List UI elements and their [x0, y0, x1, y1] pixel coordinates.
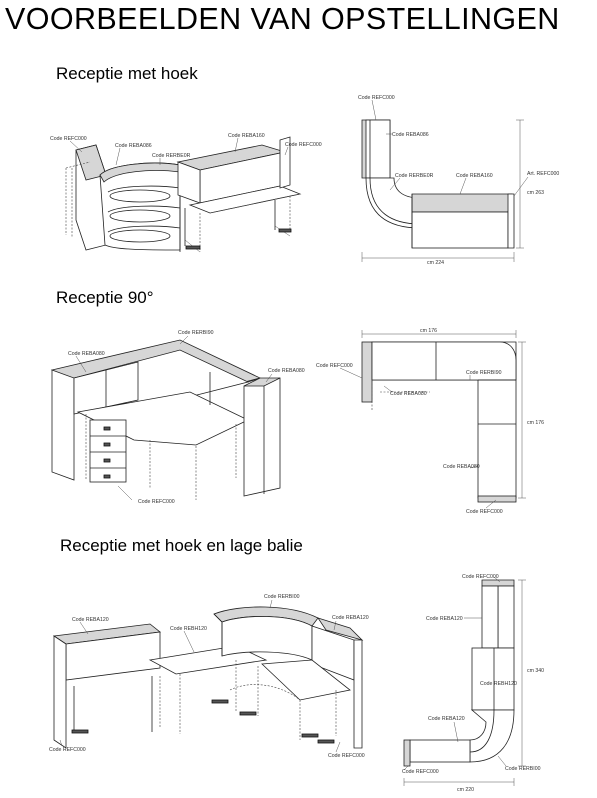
label-code: Code REFC000 — [138, 499, 175, 505]
label-code: Code RERBI00 — [505, 766, 541, 772]
label-code: Code REFC000 — [402, 769, 439, 775]
plan-drawing-receptie-hoek-lage-balie — [403, 579, 526, 786]
perspective-drawing-receptie-hoek-lage-balie — [52, 606, 364, 749]
label-code: Code REBA080 — [390, 391, 427, 397]
label-code: Code REFC000 — [328, 753, 365, 759]
label-code: Code REFC000 — [358, 95, 395, 101]
label-code: Code REBA120 — [72, 617, 109, 623]
plan-labels-3: Code REFC000 Code REBA120 cm 340 Code RE… — [402, 574, 544, 793]
section-heading-receptie-hoek-lage-balie: Receptie met hoek en lage balie — [60, 536, 303, 555]
label-code: Code REBH120 — [480, 681, 517, 687]
label-code: Code RERBE0R — [152, 153, 191, 159]
label-code: Code REBA160 — [456, 173, 493, 179]
label-code: Art. REFC000 — [527, 171, 559, 177]
dimension-label: cm 220 — [457, 787, 474, 793]
label-code: Code REFC000 — [462, 574, 499, 580]
page-title: VOORBEELDEN VAN OPSTELLINGEN — [5, 2, 560, 36]
perspective-drawing-receptie-met-hoek — [65, 136, 302, 253]
label-code: Code REBA160 — [228, 133, 265, 139]
perspective-labels-2: Code RERBI90 Code REBA080 Code REBA080 C… — [68, 330, 305, 505]
label-code: Code RERBI90 — [466, 370, 502, 376]
label-code: Code REBA080 — [68, 351, 105, 357]
plan-labels-2: cm 176 Code REFC000 Code REBA080 Code RE… — [316, 328, 544, 515]
label-code: Code REBA080 — [443, 464, 480, 470]
plan-drawing-receptie-90 — [361, 330, 526, 503]
label-code: Code REFC000 — [466, 509, 503, 515]
label-code: Code REFC000 — [49, 747, 86, 753]
dimension-label: cm 176 — [527, 420, 544, 426]
dimension-label: cm 224 — [427, 260, 444, 266]
label-code: Code REBA086 — [392, 132, 429, 138]
label-code: Code REBA120 — [332, 615, 369, 621]
label-code: Code REBA086 — [115, 143, 152, 149]
label-code: Code RERBI00 — [264, 594, 300, 600]
label-code: Code REBH120 — [170, 626, 207, 632]
label-code: Code REBA120 — [426, 616, 463, 622]
label-code: Code REFC000 — [316, 363, 353, 369]
perspective-labels-3: Code RERBI00 Code REBA120 Code REBH120 C… — [49, 594, 369, 759]
dimension-label: cm 176 — [420, 328, 437, 334]
label-code: Code RERBI90 — [178, 330, 214, 336]
plan-drawing-receptie-met-hoek — [361, 119, 524, 262]
label-code: Code REFC000 — [50, 136, 87, 142]
label-code: Code REFC000 — [285, 142, 322, 148]
label-code: Code RERBE0R — [395, 173, 434, 179]
section-heading-receptie-met-hoek: Receptie met hoek — [56, 64, 198, 83]
perspective-drawing-receptie-90 — [50, 339, 281, 500]
perspective-labels-1: Code REFC000 Code REBA086 Code RERBE0R C… — [50, 133, 322, 166]
label-code: Code REBA120 — [428, 716, 465, 722]
dimension-label: cm 263 — [527, 190, 544, 196]
dimension-label: cm 340 — [527, 668, 544, 674]
label-code: Code REBA080 — [268, 368, 305, 374]
section-heading-receptie-90: Receptie 90° — [56, 288, 154, 307]
plan-labels-1: Code REFC000 Code REBA086 Code RERBE0R C… — [358, 95, 559, 266]
